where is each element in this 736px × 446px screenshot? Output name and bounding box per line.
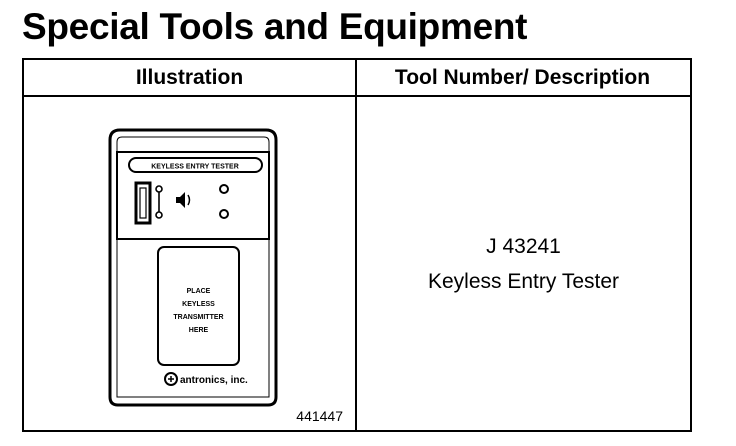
connector-icon [155,185,163,193]
column-header-tool-description: Tool Number/ Description [355,60,690,97]
device-label-plate [128,157,263,173]
transmitter-pad [157,246,240,366]
tool-number: J 43241 [486,234,561,258]
keyless-entry-tester-illustration: KEYLESS ENTRY TESTER PLACE KEYLESS TRANS… [108,128,278,407]
brand-logo-icon [164,372,178,386]
indicator-light-icon [219,184,229,194]
indicator-light-icon [219,209,229,219]
speaker-icon [176,192,191,208]
tool-description: Keyless Entry Tester [427,269,620,293]
brand-name: antronics, inc. [180,375,248,386]
pad-text-line: PLACE [187,288,211,295]
device-label: KEYLESS ENTRY TESTER [151,164,239,171]
description-cell: J 43241 Keyless Entry Tester [357,97,690,430]
column-divider [355,60,357,430]
column-header-illustration: Illustration [24,60,355,97]
pad-text-line: KEYLESS [182,301,215,308]
page-title: Special Tools and Equipment [22,6,528,47]
tools-table: Illustration Tool Number/ Description KE… [22,58,692,432]
pad-text-line: HERE [189,327,209,334]
illustration-cell: KEYLESS ENTRY TESTER PLACE KEYLESS TRANS… [24,97,355,430]
figure-number: 441447 [296,408,343,424]
pad-text-line: TRANSMITTER [173,314,223,321]
device-inner-edge [116,136,270,398]
